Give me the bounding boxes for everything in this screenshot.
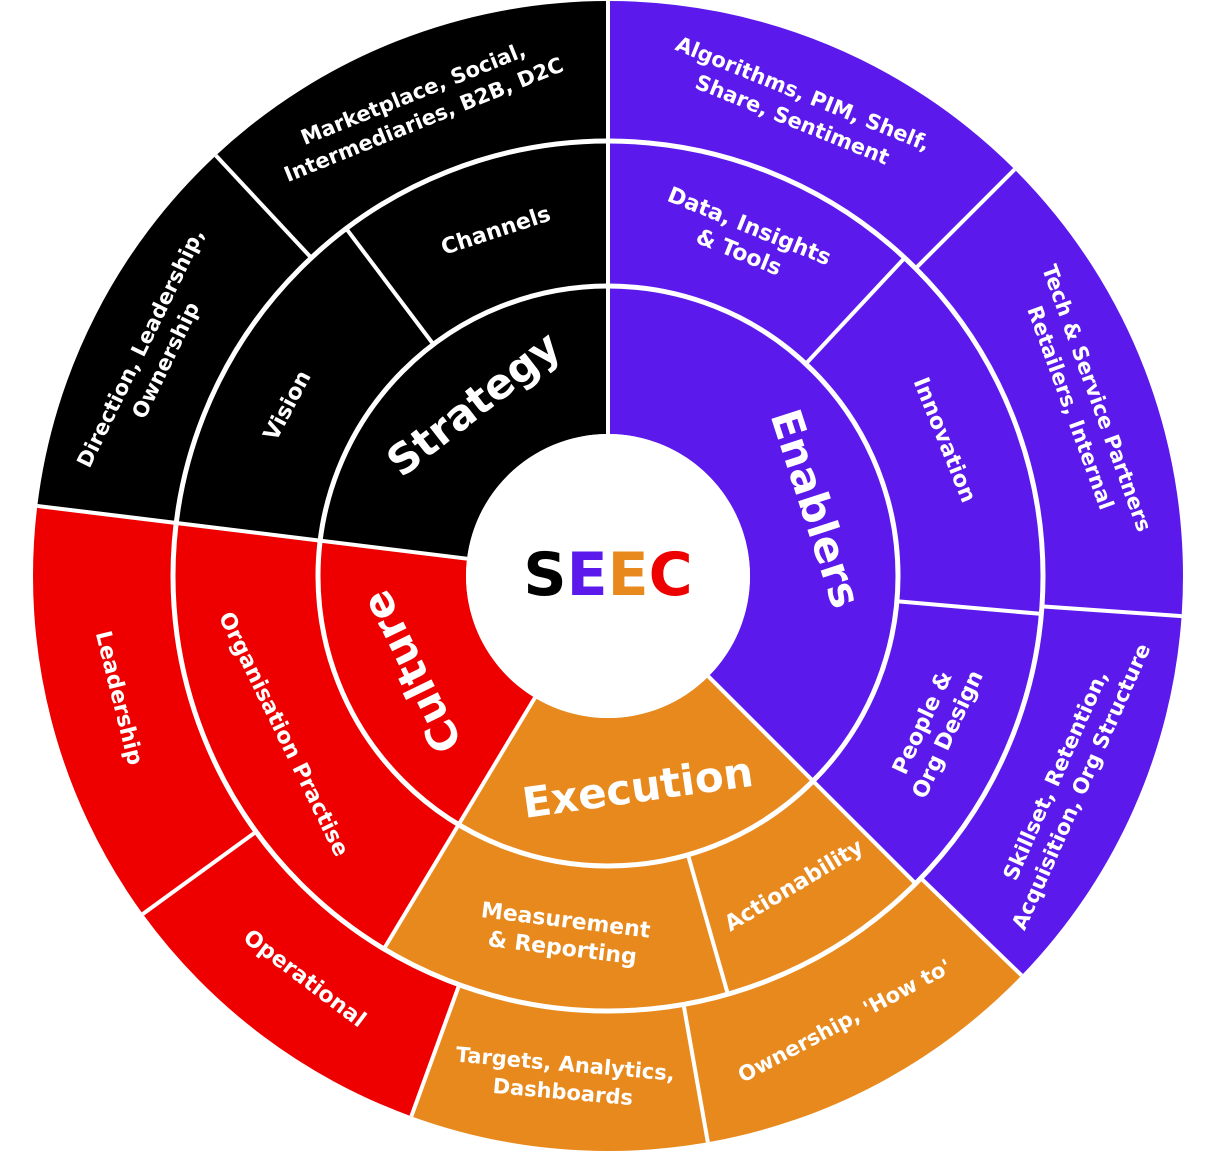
culture-organisation-sector	[172, 522, 459, 949]
execution-core-sector	[458, 676, 814, 866]
enablers-data-sector	[608, 141, 905, 364]
divider-innovation-people	[896, 599, 1042, 616]
strategy-vision-sector	[176, 228, 434, 541]
divider-execution-culture-outer	[409, 984, 462, 1118]
strategy-core-sector	[320, 286, 608, 559]
enablers-algorithms-sector	[608, 0, 1015, 269]
divider-enablers-execution	[706, 674, 918, 886]
seec-letter-2: E	[567, 540, 608, 610]
divider-tech-skillset	[1041, 604, 1182, 619]
culture-core-sector	[317, 540, 535, 825]
seec-logo-text: SEEC	[523, 540, 692, 610]
strategy-direction-sector	[37, 155, 312, 523]
wheel-dividers	[37, 1, 1182, 1143]
enablers-skillset-sector	[920, 606, 1182, 976]
divider-operational-leadership	[141, 830, 258, 916]
culture-operational-sector	[142, 831, 460, 1117]
divider-enablers-execution-outer	[919, 876, 1024, 977]
execution-ownership-sector	[683, 878, 1022, 1143]
divider-ownership-targets	[681, 1004, 710, 1143]
enablers-tech-sector	[915, 169, 1184, 617]
divider-actionability-measurement	[686, 854, 730, 995]
seec-letter-1: S	[523, 540, 566, 610]
enablers-innovation-sector	[805, 257, 1043, 614]
divider-algorithms-tech	[914, 167, 1017, 270]
execution-measurement-sector	[383, 824, 728, 1012]
enablers-people-sector	[813, 601, 1042, 884]
wheel-sectors	[33, 0, 1184, 1151]
divider-direction-marketplace	[214, 154, 313, 260]
divider-data-innovation	[804, 256, 907, 366]
strategy-marketplace-sector	[215, 1, 608, 258]
strategy-channels-sector	[346, 141, 608, 345]
center-circle	[466, 434, 750, 718]
seec-letter-4: C	[649, 540, 693, 610]
divider-execution-culture	[382, 696, 537, 950]
enablers-core-sector	[608, 286, 898, 782]
divider-culture-strategy	[37, 503, 468, 561]
culture-leadership-sector	[33, 505, 257, 914]
divider-vision-channels	[344, 227, 436, 346]
execution-targets-sector	[411, 984, 708, 1151]
center-hub: SEEC	[466, 434, 750, 718]
seec-letter-3: E	[608, 540, 649, 610]
